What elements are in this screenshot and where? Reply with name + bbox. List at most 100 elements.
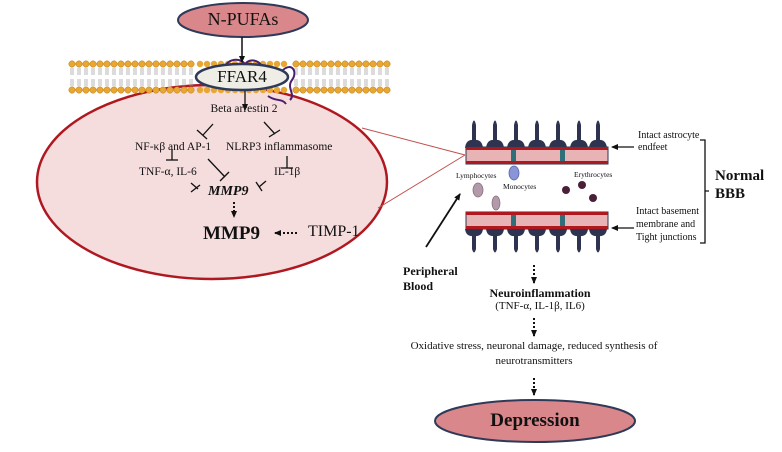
lipid-head: [89, 60, 97, 68]
lipid-head: [299, 60, 307, 68]
lipid-tail: [378, 68, 382, 86]
lymphocytes-label: Lymphocytes: [456, 171, 497, 180]
top-membrane-edge: [466, 161, 608, 164]
lipid-head: [320, 60, 328, 68]
bottom-membrane-edge: [466, 226, 608, 229]
lipid-head: [341, 86, 349, 94]
lymphocyte-icon: [491, 195, 501, 211]
lipid-head: [103, 86, 111, 94]
lipid-head: [68, 60, 76, 68]
ffar4-label: FFAR4: [217, 67, 267, 86]
lipid-head: [124, 60, 132, 68]
erythrocyte-icon: [562, 186, 570, 194]
lymphocyte-icon: [472, 182, 484, 198]
erythrocytes-label: Erythrocytes: [574, 170, 613, 179]
lipid-head: [196, 86, 204, 94]
astrocyte-endfoot-icon: [556, 235, 560, 253]
nlrp3-label: NLRP3 inflammasome: [226, 141, 333, 153]
lipid-tail: [98, 68, 102, 86]
lipid-head: [117, 86, 125, 94]
normal-bbb-line1: Normal: [715, 168, 765, 184]
tnf-il6-label: TNF-α, IL-6: [139, 166, 197, 178]
basement-label-line3: Tight junctions: [636, 232, 697, 243]
lipid-tail: [357, 68, 361, 86]
lipid-tail: [126, 68, 130, 86]
lipid-head: [280, 60, 288, 68]
lipid-tail: [301, 68, 305, 86]
lipid-head: [334, 86, 342, 94]
nfkb-label: NF-κβ and AP-1: [135, 141, 212, 153]
inhibition-lines: [166, 121, 293, 193]
lipid-head: [173, 60, 181, 68]
depression-label: Depression: [490, 410, 580, 431]
lipid-head: [75, 86, 83, 94]
lipid-head: [187, 60, 195, 68]
lipid-tail: [168, 68, 172, 86]
lipid-tail: [112, 68, 116, 86]
lipid-head: [369, 60, 377, 68]
monocytes-label: Monocytes: [503, 182, 537, 191]
lipid-tail: [70, 68, 74, 86]
timp1-label: TIMP-1: [308, 223, 360, 240]
lipid-head: [320, 86, 328, 94]
lipid-head: [138, 86, 146, 94]
astrocyte-endfoot-icon: [535, 235, 539, 253]
lipid-head: [117, 60, 125, 68]
lipid-head: [383, 60, 391, 68]
lipid-head: [166, 86, 174, 94]
lipid-head: [376, 86, 384, 94]
oxidative-stress-line2: neurotransmitters: [495, 355, 573, 367]
lipid-tail: [322, 68, 326, 86]
lipid-tail: [77, 68, 81, 86]
lipid-tail: [189, 68, 193, 86]
top-membrane-edge: [466, 147, 608, 150]
astrocyte-endfoot-icon: [514, 120, 518, 141]
zoom-connector-bottom: [377, 154, 466, 209]
lipid-tail: [371, 68, 375, 86]
astrocyte-endfoot-icon: [493, 120, 497, 141]
lipid-head: [110, 60, 118, 68]
astrocyte-endfoot-base: [486, 229, 504, 237]
astrocyte-endfoot-icon: [596, 120, 600, 141]
lipid-tail: [119, 68, 123, 86]
lipid-head: [103, 60, 111, 68]
neuroinflammation-title: Neuroinflammation: [489, 286, 591, 300]
astrocyte-endfoot-icon: [472, 235, 476, 253]
astrocyte-endfoot-base: [465, 139, 483, 148]
arrow-peripheral-blood: [425, 193, 461, 248]
astrocyte-endfoot-base: [589, 139, 607, 148]
lipid-head: [362, 60, 370, 68]
lipid-tail: [91, 68, 95, 86]
lipid-head: [145, 86, 153, 94]
astrocyte-endfoot-base: [549, 139, 567, 148]
lipid-head: [196, 60, 204, 68]
erythrocyte-icon: [589, 194, 597, 202]
il1b-label: IL-1β: [274, 166, 301, 178]
lipid-head: [145, 60, 153, 68]
lipid-head: [180, 86, 188, 94]
lipid-head: [203, 60, 211, 68]
npufas-label: N-PUFAs: [207, 9, 279, 29]
lipid-tail: [329, 68, 333, 86]
mmp9-gene-label: MMP9: [208, 184, 249, 199]
lipid-head: [75, 60, 83, 68]
astrocyte-endfoot-icon: [596, 235, 600, 253]
lipid-head: [173, 86, 181, 94]
lipid-tail: [350, 68, 354, 86]
astrocyte-endfoot-base: [570, 229, 588, 237]
lipid-head: [166, 60, 174, 68]
lipid-tail: [294, 68, 298, 86]
tight-junction-icon: [511, 215, 516, 226]
depression-node: [434, 399, 636, 443]
lipid-head: [89, 86, 97, 94]
blood-cells: [472, 165, 597, 211]
lipid-head: [280, 86, 288, 94]
astrocyte-endfoot-base: [549, 229, 567, 237]
lipid-head: [203, 86, 211, 94]
beta-arrestin-label: Beta arrestin 2: [210, 103, 278, 115]
lipid-head: [159, 86, 167, 94]
lipid-head: [180, 60, 188, 68]
lipid-head: [159, 60, 167, 68]
peripheral-blood-line2: Blood: [403, 279, 434, 293]
